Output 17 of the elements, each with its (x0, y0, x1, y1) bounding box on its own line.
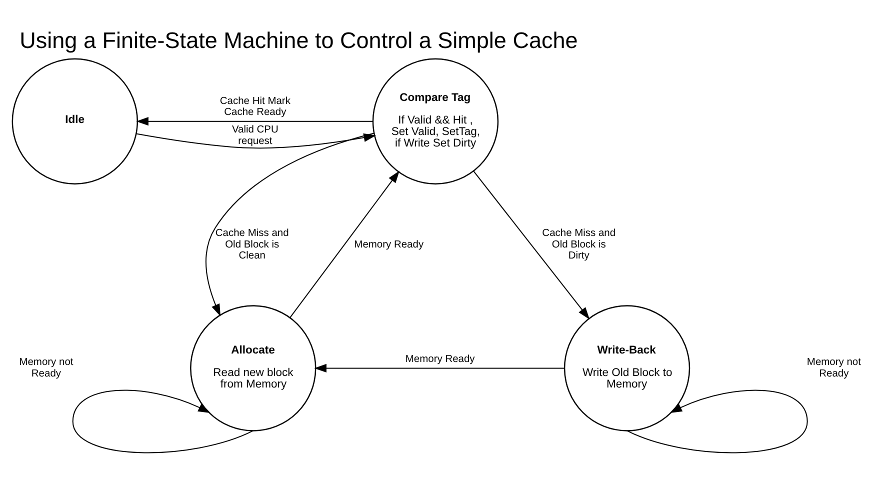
edge-label: Memory not Ready (806, 356, 861, 379)
diagram-title: Using a Finite-State Machine to Control a Simple Cache (20, 28, 578, 53)
edge-label: Cache Hit Mark Cache Ready (220, 95, 290, 118)
edge-label: Cache Miss and Old Block is Dirty (542, 228, 616, 262)
edge-label: Valid CPU request (232, 124, 278, 146)
arrow (314, 363, 564, 372)
arrow (136, 116, 373, 126)
arrow (206, 132, 374, 316)
edge-label: Memory Ready (405, 354, 475, 365)
arrow (473, 170, 590, 319)
arrow (136, 132, 376, 148)
edge-label: Memory Ready (354, 238, 424, 250)
node-circle: Allocate Read new block from Memory (190, 304, 316, 431)
node-circle: Idle (12, 58, 138, 184)
edge-label: Cache Miss and Old Block is Clean (215, 228, 289, 262)
edge-label: Memory not Ready (19, 356, 74, 379)
arrow (290, 170, 400, 318)
